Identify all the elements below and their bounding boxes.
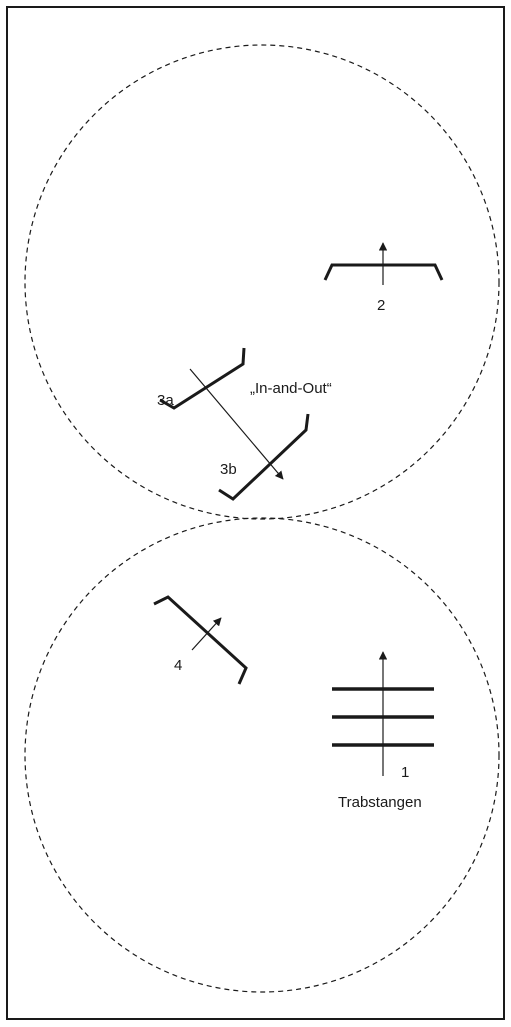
upper-circle xyxy=(24,44,500,520)
label-obstacle-4: 4 xyxy=(174,657,182,674)
obstacle-1-trot-poles xyxy=(332,651,434,776)
label-obstacle-3b: 3b xyxy=(220,461,237,478)
in-and-out-arrow xyxy=(189,368,284,480)
obstacle-2 xyxy=(323,242,444,285)
obstacle-4 xyxy=(153,595,248,685)
obstacle-3a xyxy=(159,347,246,410)
lower-circle xyxy=(24,517,500,993)
label-trabstangen: Trabstangen xyxy=(338,794,422,811)
label-obstacle-2: 2 xyxy=(377,297,385,314)
label-obstacle-1: 1 xyxy=(401,764,409,781)
obstacle-3b xyxy=(218,413,310,501)
label-obstacle-3a: 3a xyxy=(157,392,174,409)
label-in-and-out: „In-and-Out“ xyxy=(250,380,332,397)
page-frame xyxy=(6,6,505,1020)
